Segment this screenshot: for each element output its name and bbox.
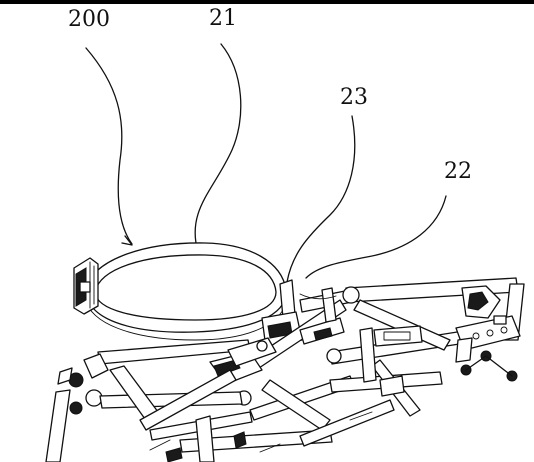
leader-line-200 — [85, 47, 133, 245]
label-22: 22 — [444, 159, 472, 184]
top-border-bar — [0, 0, 534, 4]
lower-frame — [45, 325, 443, 462]
leader-line-21 — [194, 43, 242, 253]
label-200: 200 — [68, 7, 110, 32]
waist-belt-21 — [85, 242, 287, 341]
label-21: 21 — [209, 6, 237, 31]
leader-arrow-200 — [121, 235, 133, 246]
frame-details — [299, 287, 345, 345]
left-hub — [57, 353, 109, 415]
leader-line-22 — [305, 195, 447, 279]
right-bracket — [455, 285, 521, 382]
leader-line-23 — [286, 115, 356, 283]
belt-buckle — [73, 257, 99, 315]
label-23: 23 — [340, 85, 368, 110]
